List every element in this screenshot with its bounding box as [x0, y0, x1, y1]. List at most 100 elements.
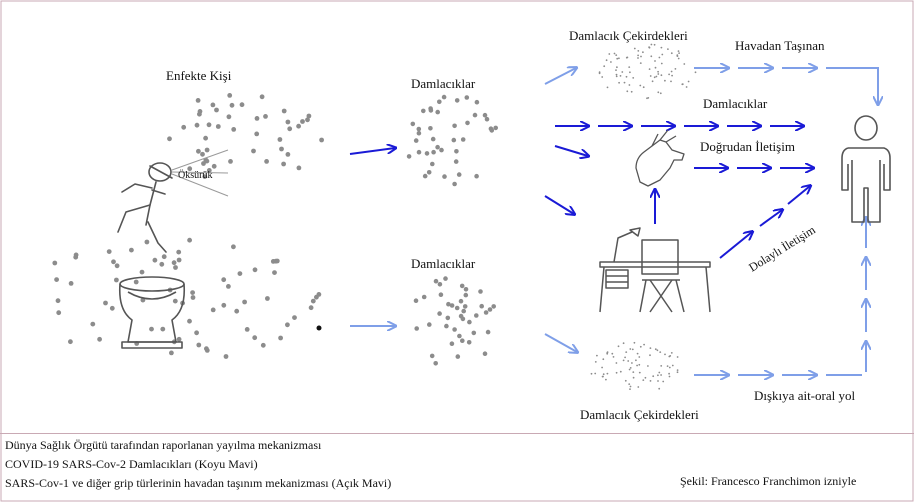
droplet-dot: [139, 269, 145, 275]
cough-label: Öksürük: [178, 169, 212, 181]
droplet-dot: [660, 374, 662, 376]
droplet-dot: [616, 66, 618, 69]
droplet-dot: [624, 356, 626, 359]
droplet-dot: [223, 354, 229, 359]
droplet-dot: [639, 62, 642, 64]
droplet-dot: [594, 361, 597, 363]
droplet-dot: [285, 322, 290, 328]
droplet-dot: [453, 159, 459, 164]
droplet-dot: [445, 315, 451, 321]
droplet-dot: [194, 330, 200, 336]
droplet-dot: [109, 305, 115, 311]
droplet-dot: [433, 278, 439, 284]
dark-blue-arrows: [349, 126, 813, 259]
droplet-dot: [190, 290, 196, 295]
droplet-dot: [666, 365, 669, 367]
droplet-dot: [618, 81, 620, 84]
droplet-dot: [612, 356, 615, 358]
droplet-dot: [306, 113, 312, 119]
droplet-dot: [211, 163, 217, 169]
light-blue-arrows: [350, 68, 878, 375]
droplet-dot: [632, 77, 635, 79]
black-dot: [316, 325, 322, 331]
droplet-dot: [68, 339, 73, 345]
droplet-dot: [610, 61, 612, 63]
droplet-dot: [437, 311, 442, 316]
droplet-dot: [630, 90, 633, 93]
droplets-path-label: Damlacıklar: [703, 96, 768, 111]
droplet-dot: [654, 60, 656, 62]
droplet-dot: [676, 371, 679, 374]
droplet-dot: [618, 57, 620, 60]
droplet-dot: [474, 313, 479, 318]
droplet-dot: [625, 56, 628, 59]
droplet-dot: [452, 181, 457, 187]
droplet-dot: [633, 47, 636, 50]
droplet-dot: [413, 138, 419, 143]
droplet-dot: [493, 125, 499, 131]
droplet-dot: [608, 53, 611, 55]
droplet-dot: [668, 73, 670, 76]
droplet-dot: [430, 136, 436, 142]
droplet-dot: [263, 114, 268, 119]
droplet-dot: [637, 50, 640, 52]
droplet-dot: [653, 43, 656, 46]
droplet-dot: [181, 124, 187, 130]
droplet-dot: [194, 122, 200, 128]
droplet-dot: [196, 148, 201, 154]
droplet-dot: [406, 154, 412, 159]
droplets-bottom-cluster: [413, 276, 497, 366]
person-icon: [841, 115, 891, 223]
droplet-dot: [472, 112, 478, 118]
droplet-dot: [172, 298, 178, 304]
figure-credit: Şekil: Francesco Franchimon izniyle: [680, 474, 857, 488]
droplet-dot: [428, 106, 433, 111]
droplet-dot: [649, 75, 652, 77]
droplet-dot: [670, 70, 673, 73]
droplet-dot: [431, 149, 436, 155]
droplet-dot: [421, 294, 427, 300]
droplet-dot: [639, 345, 642, 348]
droplet-dot: [658, 387, 661, 390]
droplet-dot: [654, 348, 657, 351]
droplet-dot: [202, 174, 208, 180]
droplet-dot: [646, 97, 648, 100]
droplet-dot: [270, 259, 276, 264]
glove-icon: [635, 129, 685, 187]
droplet-dot: [90, 321, 96, 327]
droplet-dot: [615, 362, 618, 364]
droplet-dot: [221, 302, 227, 308]
droplet-dot: [647, 365, 649, 367]
droplet-dot: [464, 95, 470, 100]
droplet-dot: [681, 83, 684, 85]
droplet-dot: [416, 130, 422, 136]
droplet-dot: [264, 159, 269, 164]
droplet-dot: [227, 93, 233, 98]
droplet-dot: [632, 376, 635, 379]
droplet-dot: [296, 165, 302, 171]
droplet-dot: [133, 279, 139, 285]
droplet-dot: [305, 117, 310, 123]
droplet-dot: [635, 359, 637, 362]
droplet-dot: [176, 249, 182, 255]
droplet-dot: [316, 292, 322, 297]
droplet-dot: [628, 383, 631, 385]
droplet-dot: [244, 327, 250, 332]
droplet-dot: [654, 66, 657, 69]
airborne-overflow-label: Havadan Taşınan: [735, 38, 825, 53]
droplet-dot: [460, 137, 466, 142]
droplet-dot: [187, 166, 193, 172]
droplet-dot: [111, 259, 116, 265]
droplet-dot: [452, 123, 457, 129]
droplet-dot: [605, 378, 607, 381]
droplet-dot: [615, 371, 618, 374]
infected-droplets-cluster: [167, 93, 324, 180]
caption-line-2: COVID-19 SARS-Cov-2 Damlacıkları (Koyu M…: [5, 457, 258, 471]
droplet-dot: [598, 72, 601, 75]
droplet-dot: [287, 126, 293, 132]
droplet-dot: [657, 380, 659, 382]
droplet-dot: [214, 107, 219, 113]
chair-icon: [639, 239, 685, 313]
droplet-dot: [662, 380, 665, 383]
droplet-dot: [639, 84, 642, 87]
